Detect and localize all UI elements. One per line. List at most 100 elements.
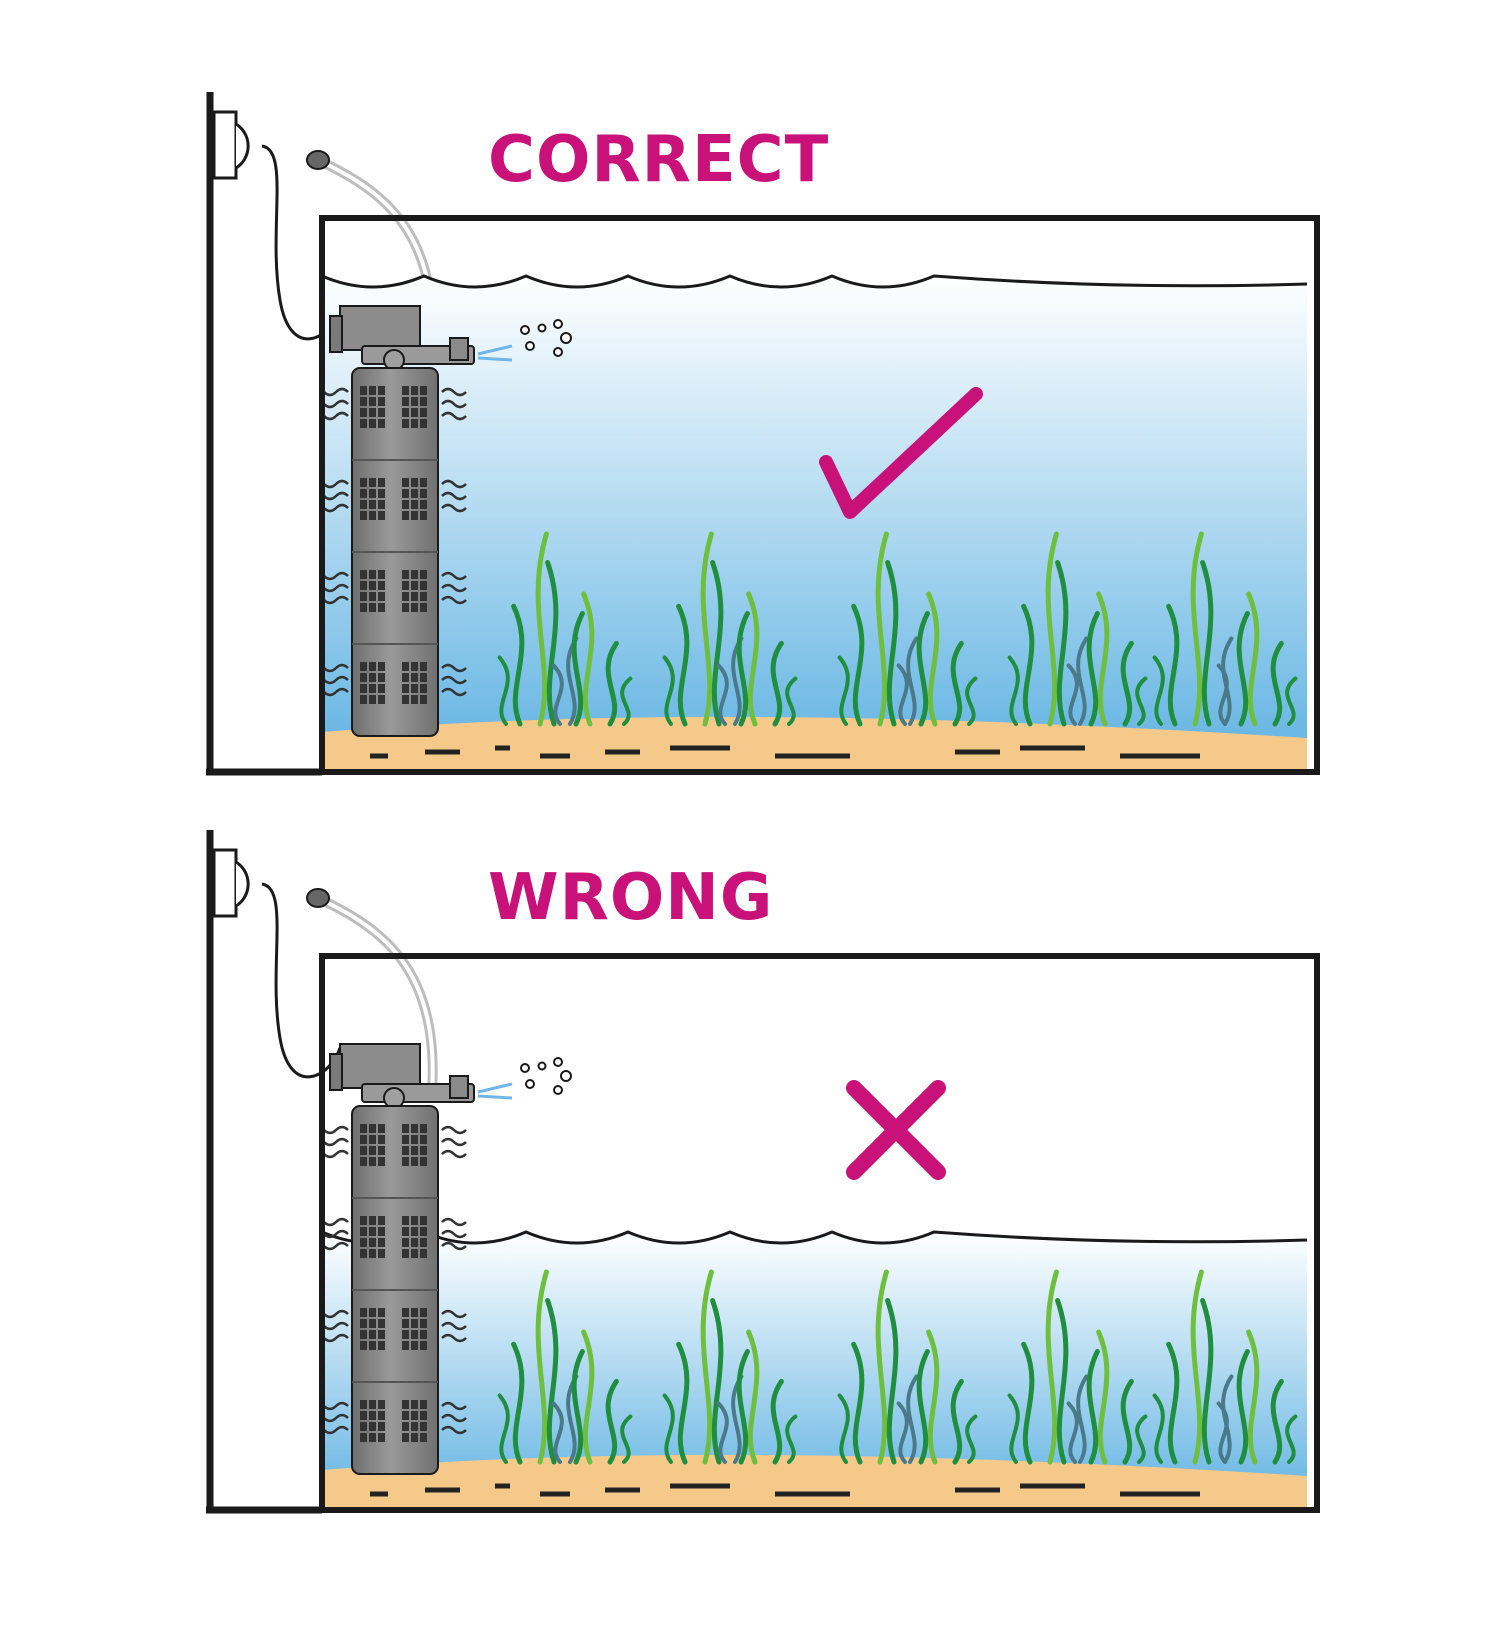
plant-blade (1021, 603, 1035, 727)
aquatic-plant (1216, 591, 1298, 727)
air-bubble (560, 332, 572, 344)
filter-vent (378, 386, 385, 395)
filter-vent (420, 1216, 427, 1225)
filter-vent (369, 1238, 376, 1247)
filter-vent (378, 1157, 385, 1166)
air-bubble (537, 1061, 547, 1071)
water-intake-arrow (441, 411, 467, 421)
filter-vent (402, 1308, 409, 1317)
plant-blade (1135, 676, 1148, 726)
filter-vent (360, 1157, 367, 1166)
plant-blade (1045, 531, 1059, 727)
water-intake-arrow (441, 1241, 467, 1251)
plant-blade (1076, 1374, 1089, 1464)
filter-vent (420, 419, 427, 428)
filter-vent (402, 1135, 409, 1144)
filter-vent (411, 386, 418, 395)
filter-vent (411, 581, 418, 590)
plant-blade (851, 1341, 865, 1465)
aquatic-plant (662, 531, 744, 727)
water-intake-arrow (323, 491, 349, 501)
filter-vent (411, 1238, 418, 1247)
filter-vent (378, 419, 385, 428)
filter-vent (402, 1227, 409, 1236)
water-intake-arrow (441, 687, 467, 697)
filter-vent (411, 500, 418, 509)
plant-blade (551, 1401, 564, 1464)
water-intake-arrow (323, 399, 349, 409)
plant-blade (700, 531, 714, 727)
air-bubble (520, 1063, 530, 1073)
filter-vent (420, 511, 427, 520)
filter-vent (369, 1249, 376, 1258)
filter-vent (402, 1319, 409, 1328)
filter-vent (411, 1157, 418, 1166)
plant-blade (497, 1393, 510, 1464)
plant-blade (731, 636, 744, 726)
water-intake-arrow (323, 571, 349, 581)
plant-blade (1270, 1378, 1284, 1465)
filter-vent (420, 592, 427, 601)
filter-vent (360, 592, 367, 601)
cross-icon (846, 1080, 946, 1180)
filter-vent (360, 1238, 367, 1247)
filter-vent (411, 695, 418, 704)
plant-blade (1007, 655, 1020, 726)
filter-vent (411, 1330, 418, 1339)
filter-vent (420, 1249, 427, 1258)
filter-vent (360, 1341, 367, 1350)
plant-blade (1066, 1401, 1079, 1464)
filter-vent (411, 684, 418, 693)
filter-vent (378, 511, 385, 520)
filter-vent (402, 419, 409, 428)
plant-blade (1135, 1414, 1148, 1464)
filter-vent (420, 673, 427, 682)
water-intake-arrow (441, 1149, 467, 1159)
filter-vent (378, 662, 385, 671)
plant-blade (916, 1349, 930, 1465)
water-intake-arrow (323, 1333, 349, 1343)
water-intake-arrow (441, 491, 467, 501)
filter-vent (378, 673, 385, 682)
filter-vent (369, 500, 376, 509)
filter-vent (411, 592, 418, 601)
plant-blade (896, 663, 909, 726)
water-intake-arrow (441, 387, 467, 397)
air-bubble (537, 323, 547, 333)
filter-vent (369, 684, 376, 693)
filter-vent (411, 1124, 418, 1133)
filter-vent (420, 1308, 427, 1317)
plant-blade (710, 560, 724, 727)
internal-filter (323, 1043, 572, 1475)
suction-cup (329, 1053, 343, 1091)
plant-blade (662, 1393, 675, 1464)
plant-blade (736, 1349, 750, 1465)
filter-vent (402, 570, 409, 579)
filter-vent (420, 662, 427, 671)
filter-vent (420, 1319, 427, 1328)
filter-vent (369, 1216, 376, 1225)
plant-blade (1045, 1269, 1059, 1465)
filter-vent (402, 1216, 409, 1225)
plant-blade (1246, 591, 1260, 727)
pump-head (339, 305, 421, 351)
filter-vent (360, 489, 367, 498)
water-intake-arrow (441, 479, 467, 489)
filter-vent (360, 1319, 367, 1328)
filter-vent (369, 1411, 376, 1420)
filter-vent (420, 1330, 427, 1339)
filter-vent (369, 662, 376, 671)
plant-blade (1096, 1329, 1110, 1465)
plant-blade (837, 1393, 850, 1464)
filter-vent (420, 581, 427, 590)
plant-blade (837, 655, 850, 726)
filter-vent (420, 386, 427, 395)
filter-vent (360, 419, 367, 428)
filter-vent (420, 478, 427, 487)
plant-blade (605, 1378, 619, 1465)
plant-blade (731, 1374, 744, 1464)
plant-blade (1066, 663, 1079, 726)
filter-vent (411, 570, 418, 579)
aquatic-plant (896, 1329, 978, 1465)
